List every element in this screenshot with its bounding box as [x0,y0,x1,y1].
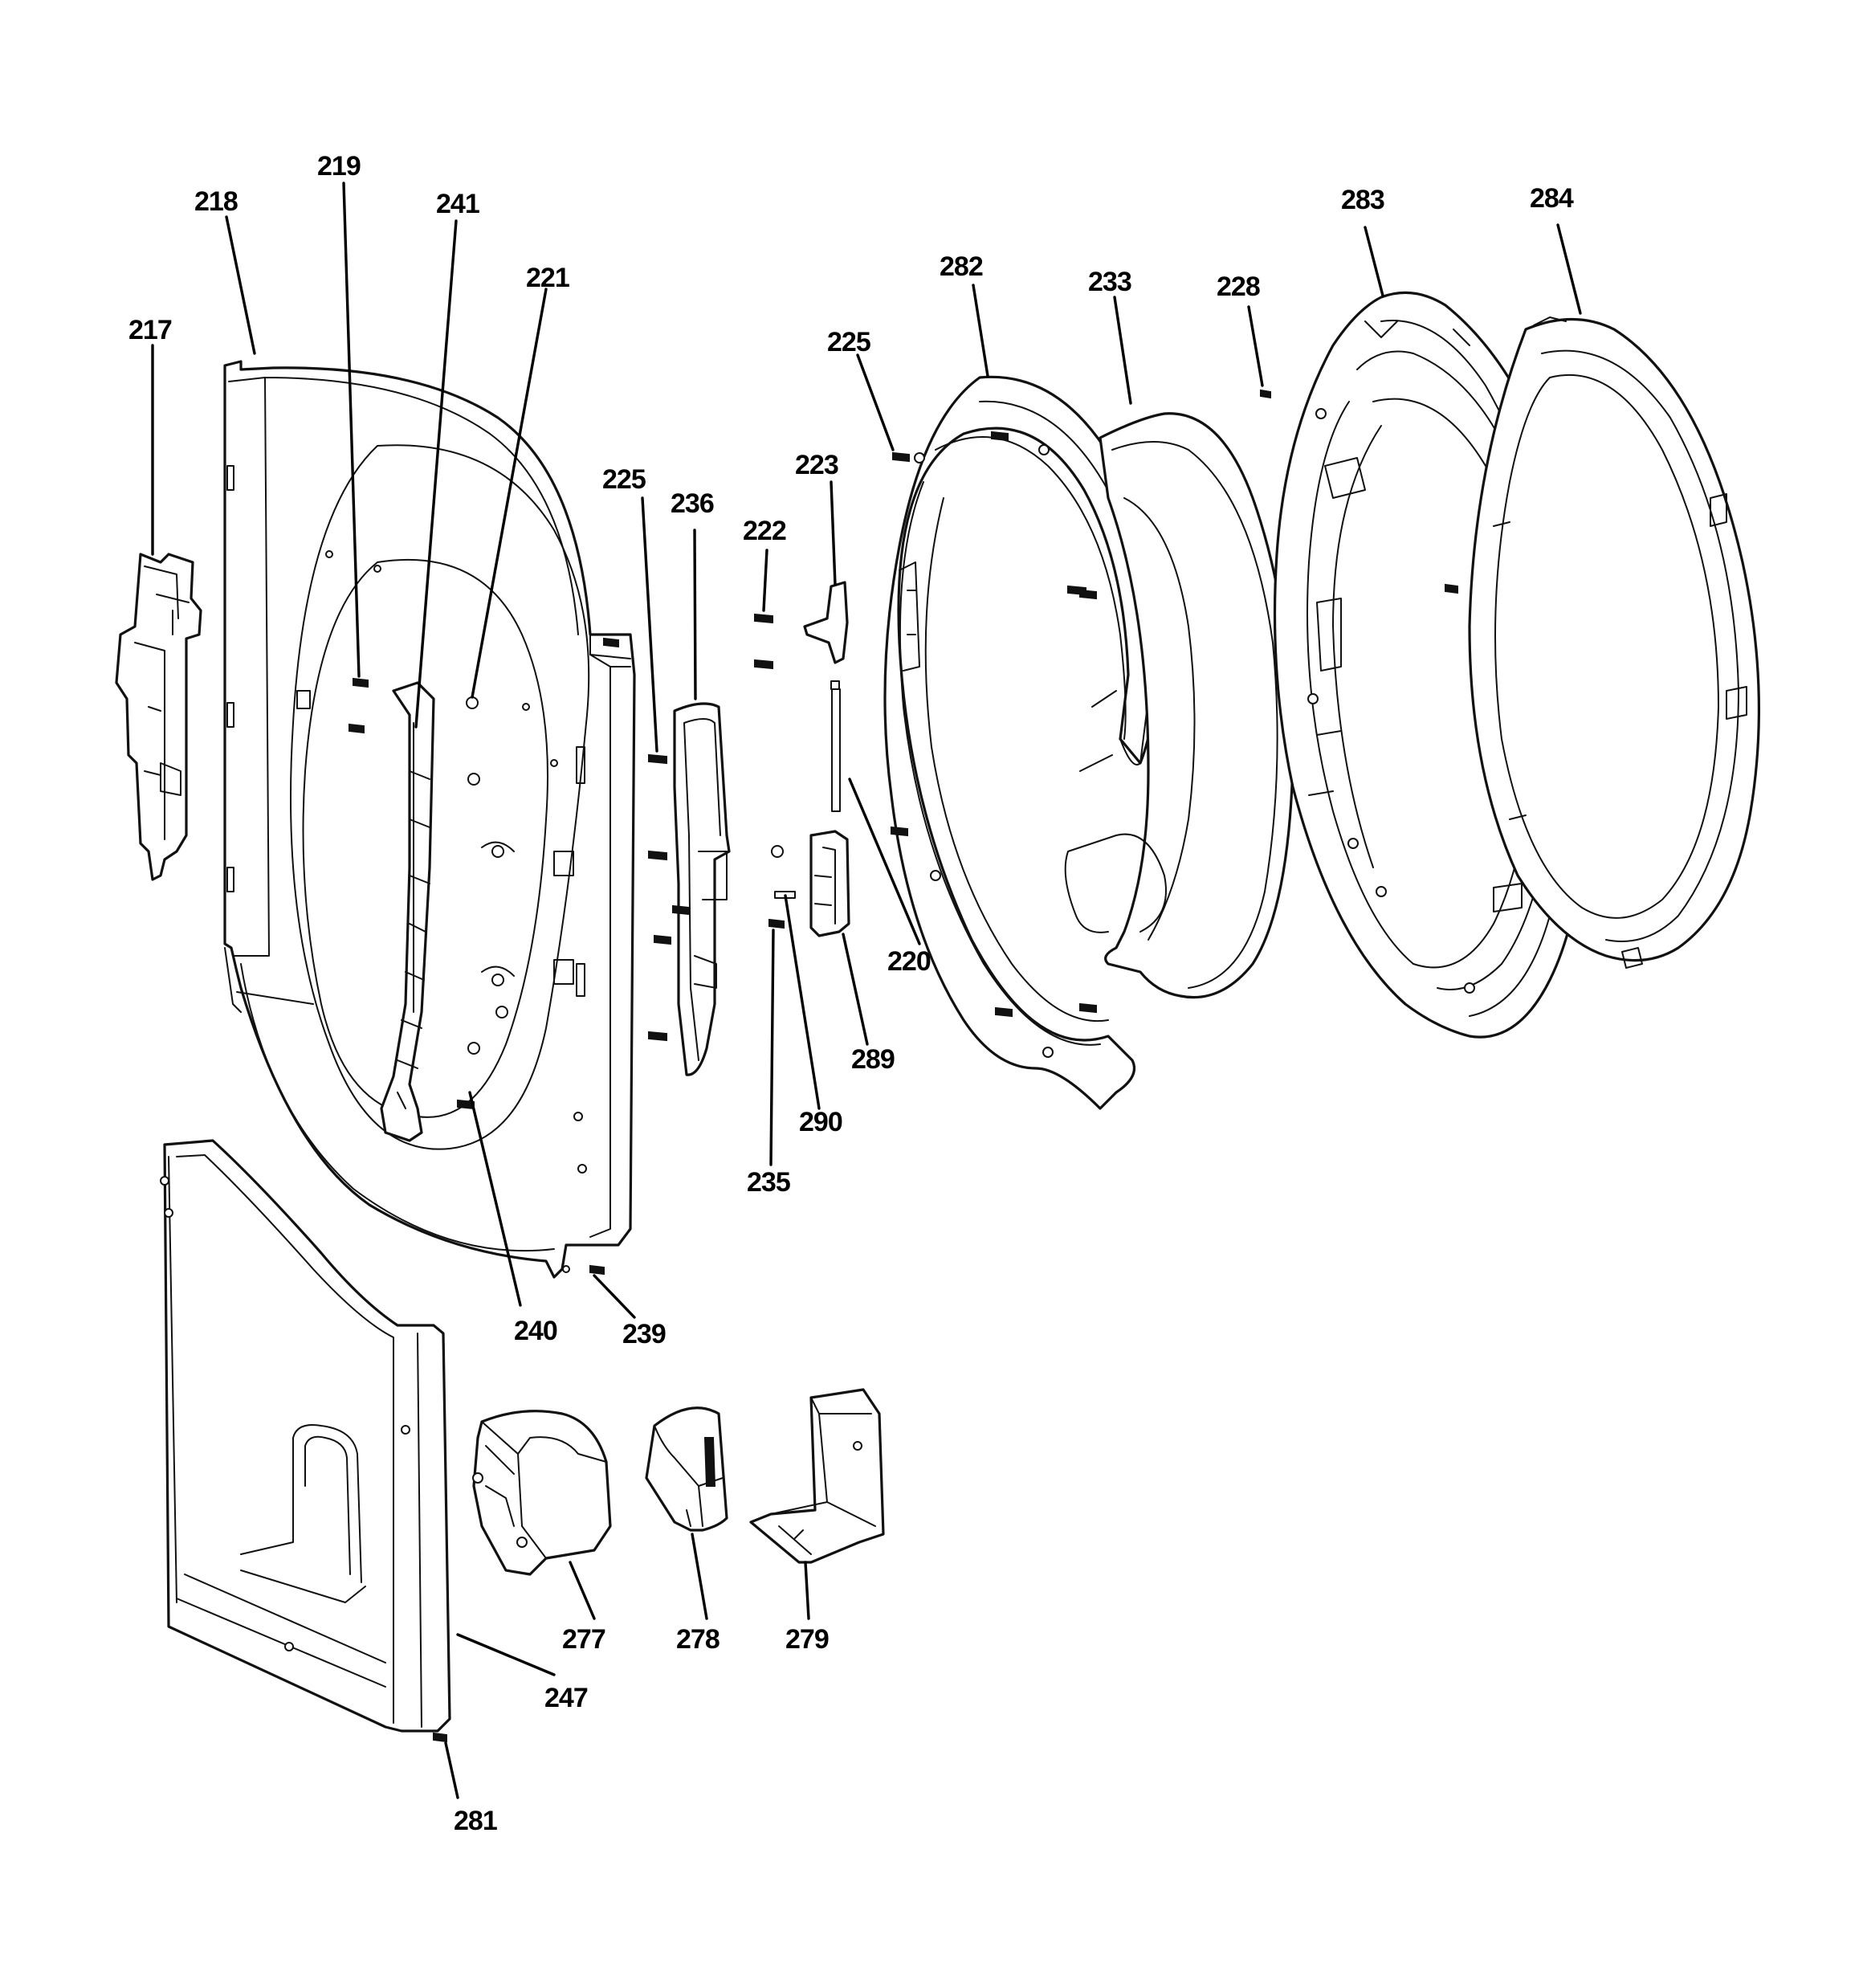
part-247-toe-panel [160,1139,451,1733]
callout-290: 290 [799,1107,842,1137]
callout-279: 279 [785,1624,829,1655]
part-281-screw [433,1732,447,1743]
callout-225-left: 225 [602,464,646,495]
callout-289: 289 [851,1044,895,1075]
callout-281: 281 [454,1806,497,1836]
callout-222: 222 [743,516,786,546]
part-278-cover [645,1406,728,1532]
callout-221: 221 [526,263,569,293]
callout-220: 220 [887,946,931,977]
callout-233: 233 [1088,267,1131,297]
callout-241: 241 [436,189,479,219]
callout-282: 282 [940,251,983,282]
part-284-door-trim [1468,316,1760,969]
callout-247: 247 [544,1683,588,1713]
callout-labels: 217 218 219 241 221 225 236 222 223 225 … [128,151,1575,1836]
callout-239: 239 [622,1319,666,1349]
part-241-rail [380,681,435,1142]
latch-assembly [754,581,850,937]
callout-283: 283 [1341,185,1384,215]
part-233-door-glass [1064,412,1294,999]
part-239-screw [589,1264,605,1276]
callout-235: 235 [747,1167,790,1198]
leader-lines [151,182,1582,1799]
callout-225-right: 225 [827,327,870,357]
part-236-hinge-strip [673,702,731,1076]
part-217-bracket [115,553,202,881]
callout-217: 217 [128,315,172,345]
callout-278: 278 [676,1624,720,1655]
callout-277: 277 [562,1624,605,1655]
callout-240: 240 [514,1316,557,1346]
callout-236: 236 [671,488,714,519]
callout-218: 218 [194,186,238,217]
callout-228: 228 [1217,271,1260,302]
callout-284: 284 [1530,183,1574,214]
part-228-screw [1260,389,1271,399]
part-279-tray [749,1388,885,1564]
front-panel-screws [349,637,619,1055]
part-277-housing [472,1410,612,1576]
hinge-strip-screws [648,753,690,1042]
callout-223: 223 [795,450,838,480]
callout-219: 219 [317,151,361,182]
